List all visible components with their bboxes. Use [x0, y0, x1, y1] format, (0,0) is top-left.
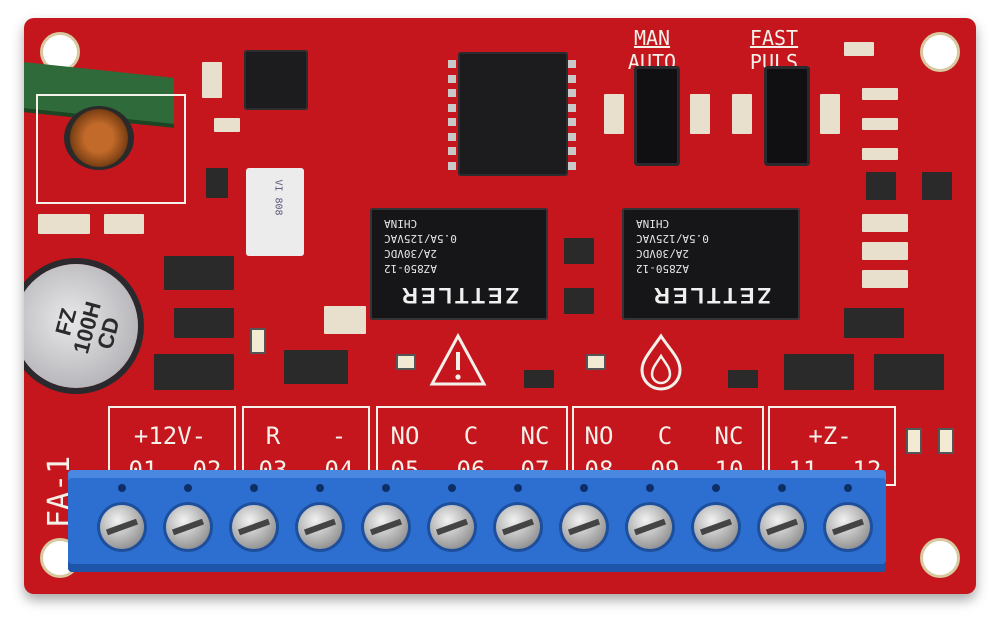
terminal-screw[interactable] — [694, 505, 738, 549]
terminal-wire-hole — [250, 484, 258, 492]
relay-1-origin: CHINA — [384, 217, 418, 230]
jumper-fast-puls[interactable] — [764, 66, 810, 166]
terminal-wire-hole — [382, 484, 390, 492]
relay-1-model: AZ850-12 — [384, 262, 437, 275]
terminal-screw[interactable] — [628, 505, 672, 549]
mounting-hole — [920, 538, 960, 578]
terminal-label-r: R — [265, 422, 281, 450]
inductor-coil — [64, 106, 134, 170]
terminal-label-no: NO — [584, 422, 614, 450]
relay-1-spec: 0.5A/125VAC — [384, 232, 457, 245]
terminal-label-c: C — [657, 422, 673, 450]
terminal-wire-hole — [778, 484, 786, 492]
terminal-wire-hole — [580, 484, 588, 492]
terminal-wire-hole — [514, 484, 522, 492]
jumper-man-auto[interactable] — [634, 66, 680, 166]
terminal-label-c: C — [463, 422, 479, 450]
jumper-label-fast: FAST — [749, 26, 799, 50]
terminal-wire-hole — [844, 484, 852, 492]
terminal-screw[interactable] — [166, 505, 210, 549]
terminal-wire-hole — [712, 484, 720, 492]
terminal-screw[interactable] — [232, 505, 276, 549]
relay-2: AZ850-12 2A/30VDC 0.5A/125VAC CHINA ZETT… — [622, 208, 800, 320]
terminal-wire-hole — [316, 484, 324, 492]
relay-1: AZ850-12 2A/30VDC 0.5A/125VAC CHINA ZETT… — [370, 208, 548, 320]
terminal-screw[interactable] — [562, 505, 606, 549]
relay-1-brand: ZETTLER — [399, 283, 519, 308]
terminal-label-no: NO — [390, 422, 420, 450]
terminal-wire-hole — [646, 484, 654, 492]
relay-2-spec: 0.5A/125VAC — [636, 232, 709, 245]
ic-chip — [458, 52, 568, 176]
relay-2-brand: ZETTLER — [651, 283, 771, 308]
terminal-screw[interactable] — [826, 505, 870, 549]
electrolytic-capacitor: FZ 100H CD — [24, 264, 138, 388]
terminal-label-nc: NC — [520, 422, 550, 450]
relay-2-spec: 2A/30VDC — [636, 247, 689, 260]
terminal-screw[interactable] — [496, 505, 540, 549]
status-led — [906, 428, 922, 454]
terminal-label-zone: +Z- — [808, 422, 852, 450]
optocoupler: VI 808 — [246, 168, 304, 256]
terminal-screw[interactable] — [100, 505, 144, 549]
terminal-label-nc: NC — [714, 422, 744, 450]
terminal-label-minus: - — [331, 422, 347, 450]
status-led — [250, 328, 266, 354]
mounting-hole — [920, 32, 960, 72]
ic-chip — [244, 50, 308, 110]
relay-2-model: AZ850-12 — [636, 262, 689, 275]
terminal-screw[interactable] — [760, 505, 804, 549]
warning-triangle-icon — [429, 332, 487, 386]
terminal-wire-hole — [118, 484, 126, 492]
jumper-label-man: MAN — [633, 26, 671, 50]
relay-1-spec: 2A/30VDC — [384, 247, 437, 260]
flame-icon — [640, 333, 682, 391]
status-led — [396, 354, 416, 370]
status-led — [586, 354, 606, 370]
terminal-screw[interactable] — [364, 505, 408, 549]
relay-2-origin: CHINA — [636, 217, 670, 230]
terminal-label-power: +12V- — [133, 422, 207, 450]
terminal-screw[interactable] — [430, 505, 474, 549]
terminal-wire-hole — [184, 484, 192, 492]
status-led — [938, 428, 954, 454]
terminal-screw[interactable] — [298, 505, 342, 549]
terminal-wire-hole — [448, 484, 456, 492]
